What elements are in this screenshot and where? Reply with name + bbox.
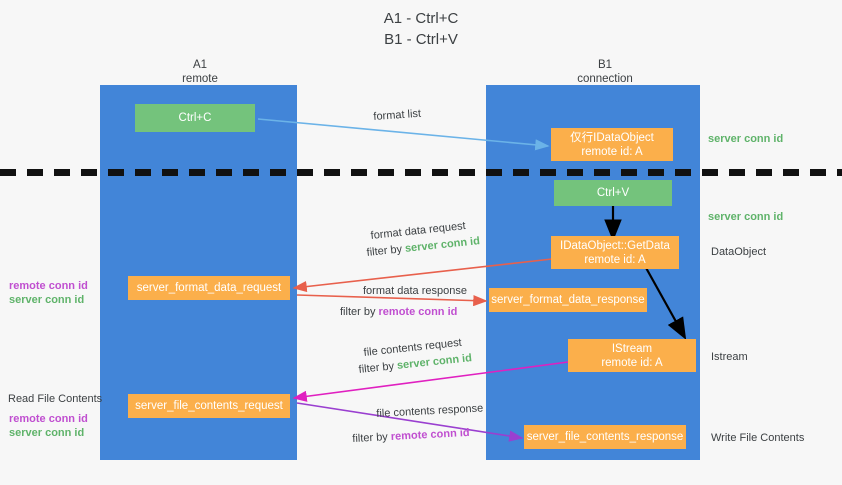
- column-header-b1-role: connection: [577, 73, 633, 85]
- box-server-format-data-response[interactable]: server_format_data_response: [489, 288, 647, 312]
- annotation-server-conn-id-1: server conn id: [9, 294, 85, 306]
- box-server-format-data-request-label: server_format_data_request: [136, 282, 282, 294]
- box-idataobject-line2: remote id: A: [581, 145, 643, 158]
- box-server-file-contents-request-label: server_file_contents_request: [135, 400, 283, 412]
- box-getdata-line2: remote id: A: [584, 253, 646, 266]
- edge-label-format-list: format list: [373, 107, 422, 125]
- filter-prefix-1: filter by: [366, 242, 406, 259]
- edge-label-format-data-response-text: format data response: [363, 285, 467, 297]
- annotation-server-conn-id-mid-text: server conn id: [708, 211, 784, 223]
- box-ctrl-c[interactable]: Ctrl+C: [135, 104, 255, 132]
- box-idataobject[interactable]: 仅行IDataObject remote id: A: [551, 128, 673, 161]
- edge-label-file-contents-response: file contents response: [376, 401, 484, 422]
- filter-value-remote-conn-id-2: remote conn id: [390, 426, 470, 443]
- annotation-server-conn-id-2: server conn id: [9, 427, 85, 439]
- annotation-dataobject: DataObject: [711, 245, 766, 260]
- annotation-istream-text: Istream: [711, 351, 748, 363]
- annotation-server-conn-id-top: server conn id: [708, 132, 783, 147]
- filter-prefix-4: filter by: [352, 430, 392, 445]
- annotation-remote-conn-id-2: remote conn id: [9, 413, 88, 425]
- box-server-file-contents-response-label: server_file_contents_response: [526, 431, 684, 443]
- annotation-write-file-contents-text: Write File Contents: [711, 432, 805, 444]
- annotation-istream: Istream: [711, 350, 748, 365]
- annotation-remote-conn-id-1: remote conn id: [9, 280, 88, 292]
- annotation-conn-id-stack-2: remote conn id server conn id: [9, 412, 88, 440]
- box-istream-line1: IStream: [611, 342, 653, 355]
- box-ctrl-v[interactable]: Ctrl+V: [554, 180, 672, 206]
- box-ctrl-v-label: Ctrl+V: [596, 187, 630, 199]
- box-server-file-contents-request[interactable]: server_file_contents_request: [128, 394, 290, 418]
- annotation-server-conn-id-top-text: server conn id: [708, 133, 784, 145]
- title-line-1: A1 - Ctrl+C: [383, 10, 459, 27]
- box-ctrl-c-label: Ctrl+C: [178, 112, 212, 124]
- filter-value-remote-conn-id-1: remote conn id: [378, 306, 458, 318]
- box-server-format-data-response-label: server_format_data_response: [491, 294, 645, 306]
- column-header-a1-role: remote: [182, 73, 218, 85]
- column-header-b1: B1 connection: [545, 58, 665, 86]
- column-header-a1-name: A1: [192, 59, 208, 71]
- box-getdata-line1: IDataObject::GetData: [560, 239, 670, 252]
- annotation-server-conn-id-mid: server conn id: [708, 210, 783, 225]
- annotation-read-file-contents-text: Read File Contents: [8, 393, 103, 405]
- filter-prefix-2: filter by: [340, 306, 379, 318]
- edge-label-file-contents-response-text: file contents response: [376, 402, 484, 420]
- column-header-b1-name: B1: [597, 59, 613, 71]
- edge-label-format-data-response-filter: filter by remote conn id: [340, 305, 457, 320]
- annotation-conn-id-stack-1: remote conn id server conn id: [9, 279, 88, 307]
- edge-label-format-list-text: format list: [373, 107, 422, 124]
- box-server-format-data-request[interactable]: server_format_data_request: [128, 276, 290, 300]
- box-server-file-contents-response[interactable]: server_file_contents_response: [524, 425, 686, 449]
- box-istream-line2: remote id: A: [601, 356, 663, 369]
- annotation-dataobject-text: DataObject: [711, 246, 767, 258]
- annotation-read-file-contents: Read File Contents: [8, 392, 102, 407]
- box-idataobject-getdata[interactable]: IDataObject::GetData remote id: A: [551, 236, 679, 269]
- title-line-2: B1 - Ctrl+V: [384, 31, 458, 48]
- box-istream[interactable]: IStream remote id: A: [568, 339, 696, 372]
- edge-label-format-data-response: format data response: [363, 284, 467, 299]
- edge-label-file-contents-response-filter: filter by remote conn id: [352, 426, 470, 447]
- annotation-write-file-contents: Write File Contents: [711, 431, 804, 446]
- filter-prefix-3: filter by: [358, 359, 398, 376]
- column-header-a1: A1 remote: [140, 58, 260, 86]
- box-idataobject-line1: 仅行IDataObject: [570, 131, 654, 144]
- page-title: A1 - Ctrl+C B1 - Ctrl+V: [0, 8, 842, 50]
